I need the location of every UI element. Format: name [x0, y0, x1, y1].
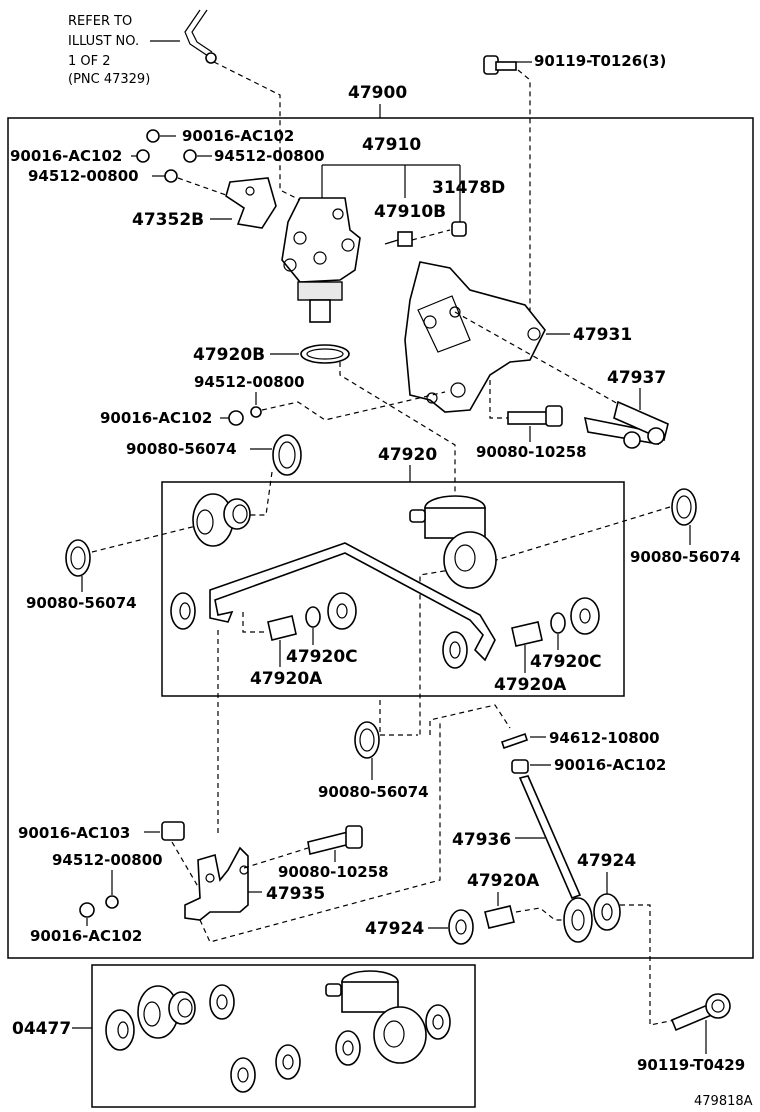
label-94512-00800-d: 94512-00800 — [52, 851, 163, 869]
nut-washer-group-top — [131, 129, 241, 201]
bolt-set-47937-icon — [454, 311, 669, 449]
hose-fitting-icon — [184, 9, 301, 201]
nut-washer-group-low — [79, 895, 119, 918]
label-90016-ac102-d: 90016-AC102 — [554, 756, 666, 774]
label-90119-t0429: 90119-T0429 — [637, 1056, 745, 1074]
label-47910b: 47910B — [374, 202, 446, 222]
label-94512-00800-a: 94512-00800 — [214, 147, 325, 165]
label-04477: 04477 — [12, 1019, 71, 1039]
label-47900: 47900 — [348, 83, 407, 103]
label-90080-56074-b: 90080-56074 — [26, 594, 137, 612]
bushing-set-left-icon — [170, 592, 357, 641]
gasket-90080-56074-d-icon — [354, 721, 380, 759]
label-90080-56074-d: 90080-56074 — [318, 783, 429, 801]
label-47920a-b: 47920A — [494, 675, 567, 695]
pipe-icon — [209, 542, 496, 662]
gasket-90080-56074-a-icon — [272, 434, 302, 476]
label-90080-10258-a: 90080-10258 — [476, 443, 587, 461]
label-47924-a: 47924 — [577, 851, 636, 871]
label-90119-t0126: 90119-T0126(3) — [534, 52, 666, 70]
label-47920c-a: 47920C — [286, 647, 358, 667]
gasket-90080-56074-b-icon — [65, 539, 91, 577]
label-90080-10258-b: 90080-10258 — [278, 863, 389, 881]
bushing-47924-a-icon — [593, 893, 621, 931]
bolt-90119-t0126-icon — [483, 55, 531, 330]
label-47924-b: 47924 — [365, 919, 424, 939]
valve-body-left-icon — [192, 493, 251, 547]
gasket-90080-56074-c-icon — [671, 488, 697, 526]
label-90016-ac102-b: 90016-AC102 — [10, 147, 122, 165]
label-90016-ac102-a: 90016-AC102 — [182, 127, 294, 145]
nut-31478d-icon — [451, 221, 467, 237]
bushing-set-right-icon — [442, 597, 600, 669]
label-47920a-a: 47920A — [250, 669, 323, 689]
refer-note-line4: (PNC 47329) — [68, 72, 150, 87]
label-31478d: 31478D — [432, 178, 505, 198]
bracket-47931-icon — [404, 261, 546, 413]
label-47920c-b: 47920C — [530, 652, 602, 672]
label-47931: 47931 — [573, 325, 632, 345]
label-47920b: 47920B — [193, 345, 265, 365]
valve-body-right-icon — [409, 495, 497, 589]
refer-note-line1: REFER TO — [68, 14, 132, 29]
nut-washer-group-mid — [228, 391, 446, 426]
collar-90016-ac103-icon — [161, 821, 201, 891]
label-94512-00800-b: 94512-00800 — [28, 167, 139, 185]
subassembly-47920-frame — [161, 481, 625, 697]
label-94512-00800-c: 94512-00800 — [194, 373, 305, 391]
sleeve-47920a-c-icon — [484, 905, 562, 929]
label-94612-10800: 94612-10800 — [549, 729, 660, 747]
bushing-47924-b-icon — [448, 909, 474, 945]
label-47352b: 47352B — [132, 210, 204, 230]
rod-47936-icon — [518, 775, 593, 943]
bracket-47935-icon — [184, 846, 249, 921]
bolt-90080-10258-a-icon — [489, 380, 563, 427]
label-47910: 47910 — [362, 135, 421, 155]
kit-04477-frame — [91, 964, 476, 1108]
refer-note: REFER TO ILLUST NO. 1 OF 2 (PNC 47329) — [68, 14, 180, 87]
figure-id: 479818A — [694, 1094, 753, 1109]
label-90016-ac103: 90016-AC103 — [18, 824, 130, 842]
refer-note-line2: ILLUST NO. — [68, 34, 139, 49]
bracket-47352b-icon — [225, 177, 277, 229]
label-90016-ac102-e: 90016-AC102 — [30, 927, 142, 945]
label-47920a-c: 47920A — [467, 871, 540, 891]
label-47936: 47936 — [452, 830, 511, 850]
nut-90016-ac102-d-icon — [511, 759, 529, 774]
pin-94612-10800-icon — [429, 704, 529, 750]
label-47920: 47920 — [378, 445, 437, 465]
valve-47910-icon — [281, 197, 361, 323]
refer-note-line3: 1 OF 2 — [68, 54, 111, 69]
bolt-90080-10258-b-icon — [243, 825, 363, 869]
label-47935: 47935 — [266, 884, 325, 904]
bolt-90119-t0429-icon — [670, 993, 731, 1032]
label-47937: 47937 — [607, 368, 666, 388]
label-90016-ac102-c: 90016-AC102 — [100, 409, 212, 427]
kit-04477-parts-icon — [105, 970, 451, 1093]
label-90080-56074-a: 90080-56074 — [126, 440, 237, 458]
clip-47920b-icon — [300, 344, 350, 364]
bolt-47910b-icon — [384, 229, 451, 247]
label-90080-56074-c: 90080-56074 — [630, 548, 741, 566]
